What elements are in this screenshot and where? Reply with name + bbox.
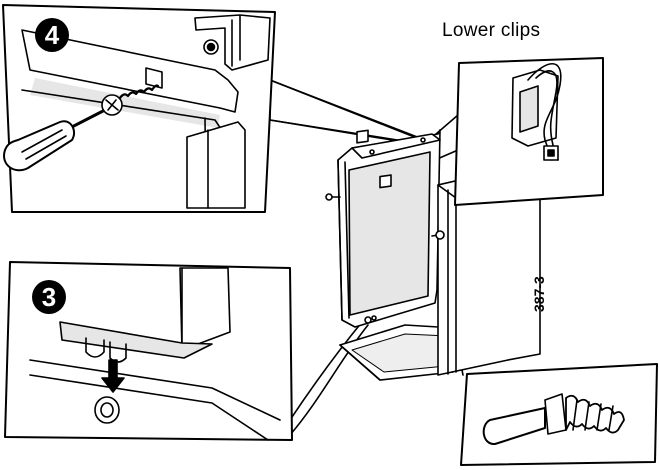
screw-icon — [101, 84, 160, 116]
inset-screw-detail — [460, 363, 658, 466]
right-hinge-screw-icon — [431, 230, 445, 240]
thumb-screw-icon — [482, 393, 625, 446]
step-3-badge: 3 — [32, 280, 66, 314]
clip-icon — [511, 63, 562, 161]
frame-assembly — [325, 129, 456, 381]
lower-clips-label: Lower clips — [442, 20, 541, 41]
inset-step-3 — [4, 261, 293, 441]
screwdriver-icon — [3, 109, 105, 172]
left-hinge-pin-icon — [325, 193, 341, 201]
inset-lower-clips — [454, 57, 604, 206]
inset-step-4 — [2, 4, 276, 213]
step-4-badge: 4 — [35, 18, 69, 52]
arrow-down-icon — [101, 359, 125, 393]
figure-number: 387-3 — [531, 276, 547, 312]
peg-icon — [94, 396, 120, 424]
